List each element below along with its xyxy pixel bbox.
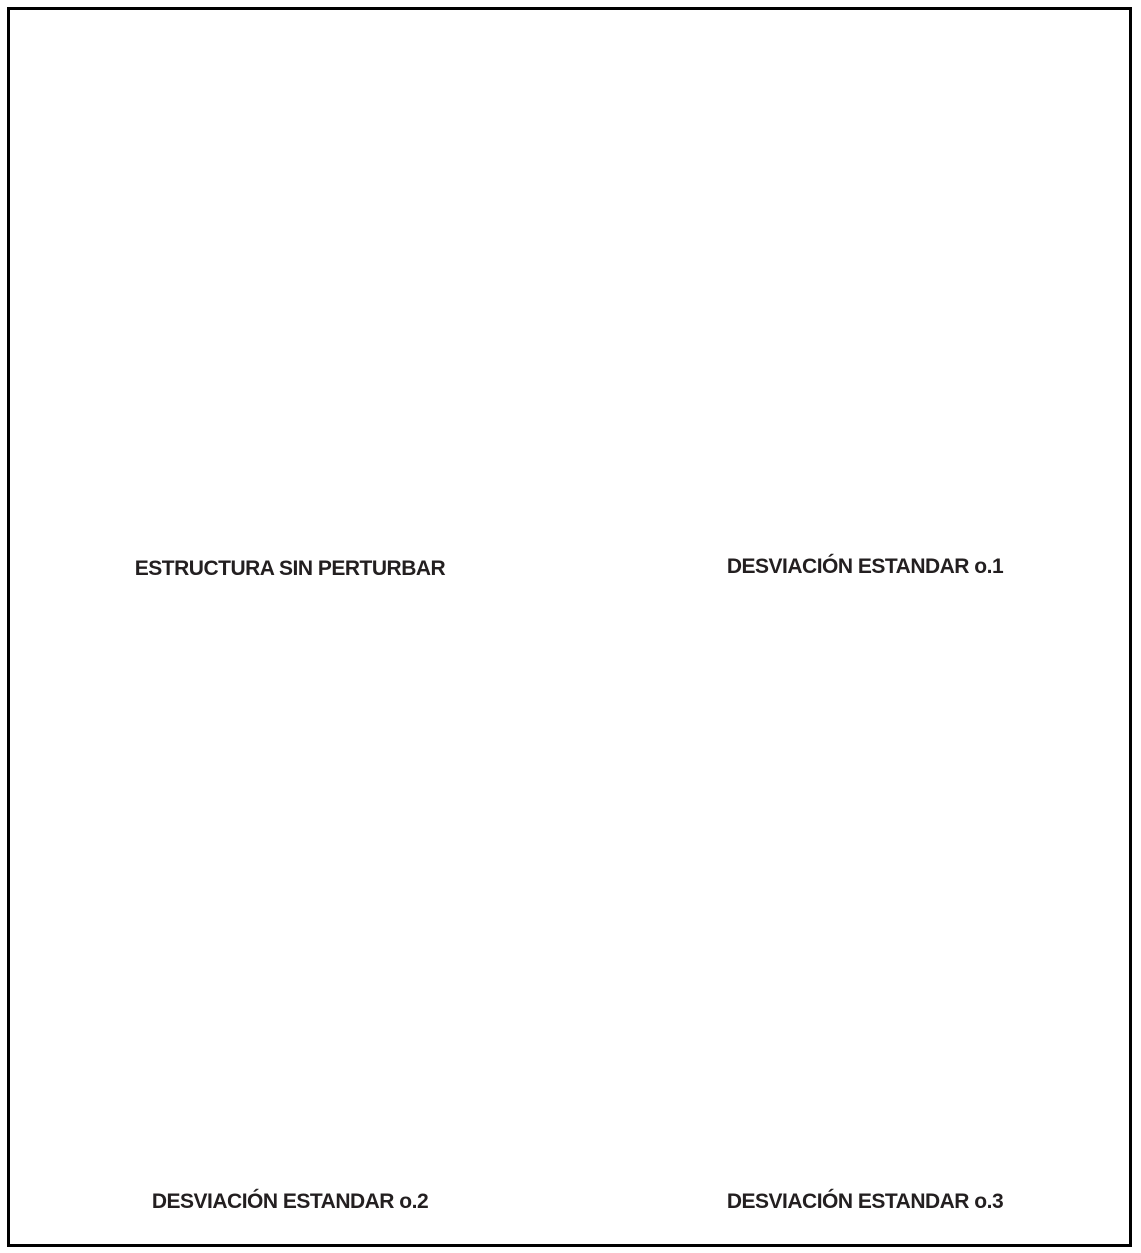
caption-deviation-0-2: DESVIACIÓN ESTANDAR o.2 — [151, 1190, 429, 1213]
caption-deviation-0-3: DESVIACIÓN ESTANDAR o.3 — [726, 1190, 1004, 1213]
figure-frame: ESTRUCTURA SIN PERTURBAR DESVIACIÓN ESTA… — [7, 7, 1132, 1247]
caption-deviation-0-1: DESVIACIÓN ESTANDAR o.1 — [726, 555, 1004, 578]
caption-unperturbed-structure: ESTRUCTURA SIN PERTURBAR — [134, 557, 446, 580]
panel-unperturbed-structure — [38, 55, 548, 555]
panel-deviation-0-2 — [30, 685, 560, 1195]
panel-deviation-0-1 — [595, 55, 1115, 555]
panel-deviation-0-3 — [590, 635, 1120, 1195]
